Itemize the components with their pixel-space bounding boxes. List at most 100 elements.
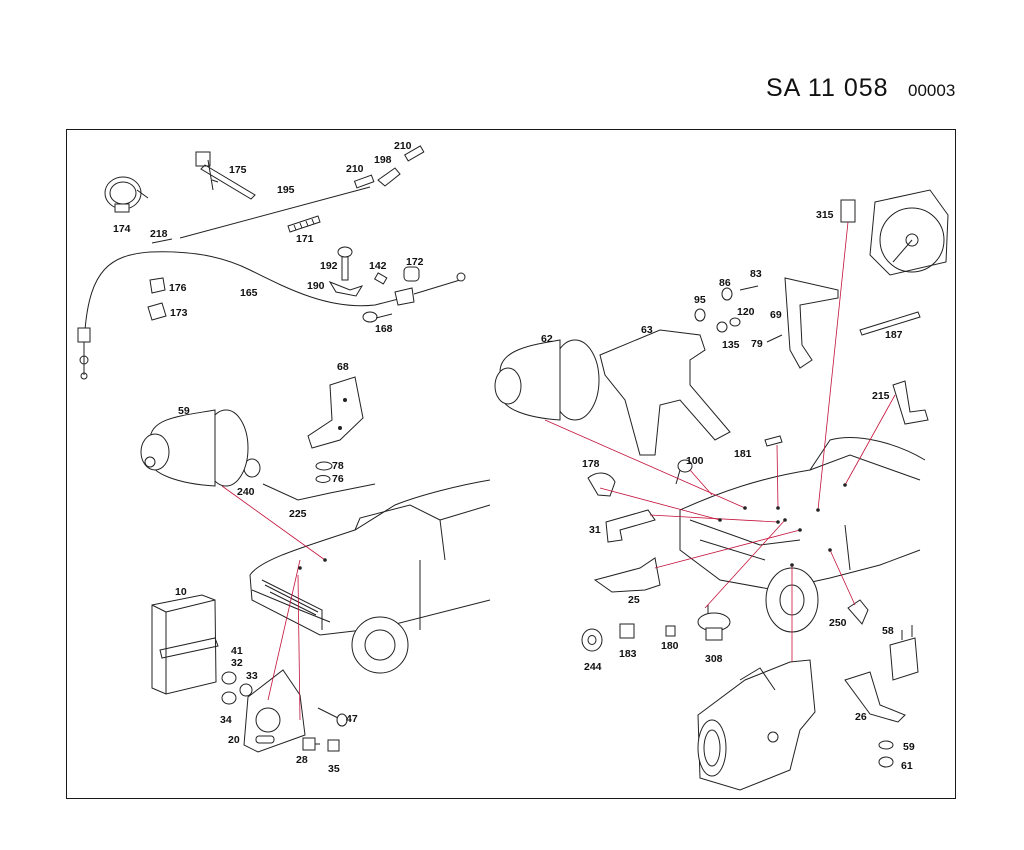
part-labels: 174 175 195 210 198 210 218 171 192 142 … (113, 140, 915, 775)
part-165-speedo-cable (84, 251, 411, 331)
part-172-bushing (403, 266, 420, 282)
part-210-198-sleeves (353, 145, 425, 189)
leader-points (298, 483, 847, 570)
label-83: 83 (750, 268, 762, 280)
label-69: 69 (770, 309, 782, 321)
part-171-sleeve (287, 215, 321, 233)
part-59-horn (140, 409, 249, 487)
label-174: 174 (113, 223, 131, 235)
label-181: 181 (734, 448, 752, 460)
part-63-bracket (599, 329, 731, 456)
part-47-screw (317, 707, 348, 727)
part-218-cable (151, 238, 173, 244)
part-32-nut (221, 671, 237, 685)
label-165: 165 (240, 287, 258, 299)
label-61: 61 (901, 760, 913, 772)
part-173-clip (147, 302, 167, 321)
part-10-control-unit (151, 594, 219, 695)
part-315-relay (840, 199, 856, 223)
part-68-bracket (307, 376, 364, 449)
label-187: 187 (885, 329, 903, 341)
label-240: 240 (237, 486, 255, 498)
label-33: 33 (246, 670, 258, 682)
label-190: 190 (307, 280, 325, 292)
part-62-horn (494, 339, 600, 421)
label-195: 195 (277, 184, 295, 196)
label-142: 142 (369, 260, 387, 272)
label-180: 180 (661, 640, 679, 652)
label-78: 78 (332, 460, 344, 472)
part-195-cable (179, 186, 371, 239)
label-31: 31 (589, 524, 601, 536)
part-215-bracket (892, 380, 929, 425)
part-181 (764, 435, 783, 447)
part-78-grommet (315, 461, 333, 471)
label-59-right: 59 (903, 741, 915, 753)
label-32: 32 (231, 657, 243, 669)
part-308-switch (697, 605, 731, 641)
part-58-relay (889, 625, 919, 681)
part-61-nut (878, 756, 894, 768)
label-10: 10 (175, 586, 187, 598)
label-20: 20 (228, 734, 240, 746)
label-183: 183 (619, 648, 637, 660)
label-176: 176 (169, 282, 187, 294)
label-175: 175 (229, 164, 247, 176)
label-76: 76 (332, 473, 344, 485)
label-168: 168 (375, 323, 393, 335)
label-47: 47 (346, 713, 358, 725)
label-178: 178 (582, 458, 600, 470)
part-178-clamp (587, 472, 616, 497)
label-308: 308 (705, 653, 723, 665)
label-198: 198 (374, 154, 392, 166)
label-58: 58 (882, 625, 894, 637)
part-187-strip (859, 311, 921, 336)
car-left-front (249, 479, 491, 674)
sheet-number: 00003 (908, 81, 956, 100)
part-34-nut (221, 691, 237, 705)
part-100-screw (675, 459, 693, 485)
part-28-bolt (302, 737, 320, 751)
label-28: 28 (296, 754, 308, 766)
part-26-bracket (844, 671, 906, 723)
part-250-bracket (847, 599, 869, 625)
diagram-code: SA 11 058 (766, 74, 889, 102)
label-34: 34 (220, 714, 232, 726)
small-fasteners-right (694, 285, 783, 343)
part-244-grommet (581, 628, 603, 652)
diagram-frame (66, 129, 956, 799)
label-95: 95 (694, 294, 706, 306)
part-142 (373, 272, 388, 285)
label-218: 218 (150, 228, 168, 240)
label-210-a: 210 (346, 163, 364, 175)
part-175-cable-tie (195, 151, 256, 200)
part-69-bracket (784, 277, 839, 369)
label-244: 244 (584, 661, 602, 673)
label-100: 100 (686, 455, 704, 467)
part-168-screw (362, 311, 393, 323)
label-41: 41 (231, 645, 243, 657)
label-35: 35 (328, 763, 340, 775)
label-225: 225 (289, 508, 307, 520)
label-172: 172 (406, 256, 424, 268)
part-33-washer (239, 683, 253, 697)
part-35-bolt (327, 739, 340, 752)
part-180-clip (665, 625, 676, 637)
heater-duct-housing (697, 659, 816, 791)
part-225-hose (262, 483, 376, 501)
part-20-plate (243, 669, 306, 753)
label-25: 25 (628, 594, 640, 606)
label-215: 215 (872, 390, 890, 402)
label-26: 26 (855, 711, 867, 723)
part-192-screw-190-bracket (328, 246, 364, 297)
part-25-bracket (593, 557, 661, 593)
label-173: 173 (170, 307, 188, 319)
leader-lines (221, 221, 896, 721)
label-62: 62 (541, 333, 553, 345)
part-59-nut (878, 740, 894, 750)
speedo-drive-connector (394, 272, 466, 306)
label-63: 63 (641, 324, 653, 336)
label-135: 135 (722, 339, 740, 351)
car-right-front (679, 437, 926, 633)
part-174-clamp (104, 176, 149, 213)
